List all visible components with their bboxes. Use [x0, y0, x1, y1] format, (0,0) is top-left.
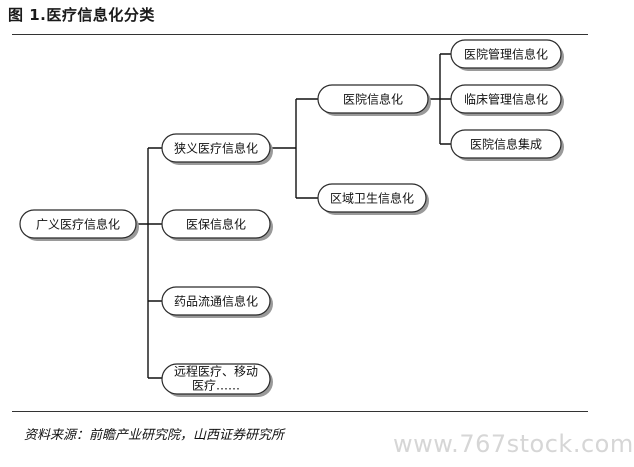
figure-title: 图 1.医疗信息化分类: [8, 6, 155, 24]
node-narrow: 狭义医疗信息化: [161, 133, 273, 165]
node-hospital-integration-label: 医院信息集成: [470, 137, 542, 152]
node-clinical-mgmt: 临床管理信息化: [450, 84, 564, 116]
node-narrow-label: 狭义医疗信息化: [174, 141, 258, 156]
node-hospital-mgmt: 医院管理信息化: [450, 39, 564, 71]
node-regional: 区域卫生信息化: [317, 183, 429, 215]
node-root-label: 广义医疗信息化: [36, 217, 120, 232]
node-clinical-mgmt-label: 临床管理信息化: [464, 92, 548, 107]
node-insurance: 医保信息化: [161, 209, 273, 241]
node-hospital-mgmt-label: 医院管理信息化: [464, 47, 548, 62]
edge-root-trunk: [135, 147, 162, 379]
node-hospital-integration: 医院信息集成: [450, 129, 564, 161]
edge-hospital-branch: [430, 53, 451, 145]
node-hospital-label: 医院信息化: [343, 92, 403, 107]
connectors: [135, 53, 451, 379]
node-insurance-label: 医保信息化: [186, 217, 246, 232]
source-note: 资料来源：前瞻产业研究院，山西证券研究所: [24, 428, 285, 443]
node-remote: 远程医疗、移动 医疗……: [161, 363, 273, 397]
edge-narrow-branch: [270, 98, 318, 199]
watermark: www.767stock.com: [393, 430, 634, 458]
node-remote-label-line2: 医疗……: [192, 379, 240, 393]
node-root: 广义医疗信息化: [19, 209, 139, 241]
node-regional-label: 区域卫生信息化: [330, 191, 414, 206]
bottom-rule: [12, 411, 588, 412]
classification-diagram: 广义医疗信息化 狭义医疗信息化 医保信息化 药品流通信息化 远程医疗、移动 医疗…: [19, 39, 564, 397]
node-hospital: 医院信息化: [317, 84, 431, 116]
node-pharma-label: 药品流通信息化: [174, 294, 258, 309]
top-rule: [12, 34, 588, 35]
node-remote-label-line1: 远程医疗、移动: [174, 364, 258, 379]
node-pharma: 药品流通信息化: [161, 286, 273, 318]
